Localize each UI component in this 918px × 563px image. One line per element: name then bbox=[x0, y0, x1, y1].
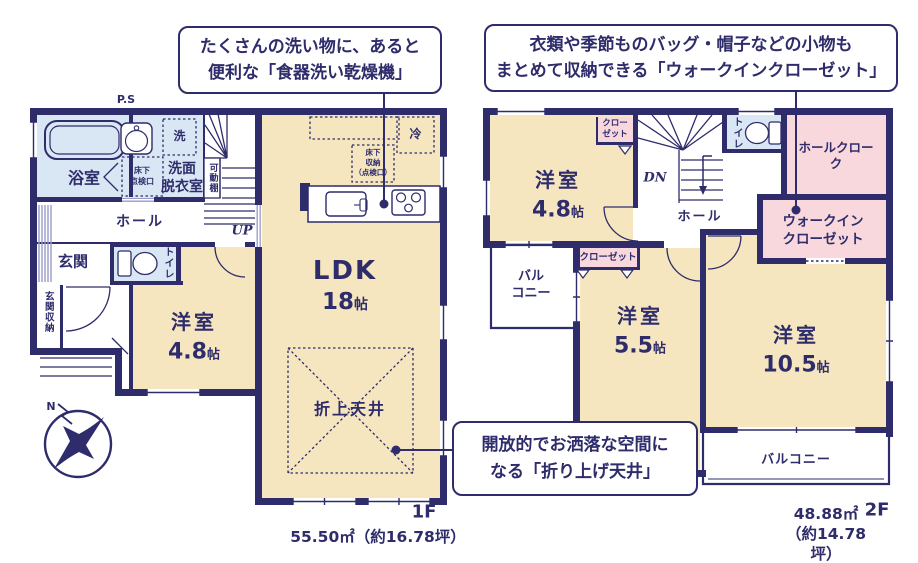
label-up: UP bbox=[231, 223, 253, 239]
label-area-1f: 55.50㎡（約16.78坪） bbox=[290, 527, 466, 546]
label-bath: 浴室 bbox=[67, 168, 101, 188]
label-washroom: 洗面 脱衣室 bbox=[161, 160, 203, 195]
label-inspection-hatch: 床下 点検口 bbox=[130, 165, 154, 186]
stairs-1f bbox=[203, 113, 255, 225]
callout-coffered-ceiling: 開放的でお洒落な空間に なる「折り上げ天井」 bbox=[452, 421, 698, 496]
floor1-fills bbox=[37, 115, 440, 498]
label-compass-north: N bbox=[46, 399, 56, 413]
label-western-room-1f-size: 4.8帖 bbox=[168, 339, 220, 365]
callout-connectors bbox=[379, 88, 801, 455]
entrance-steps bbox=[40, 357, 112, 377]
label-western-room-1f: 洋室 bbox=[171, 310, 217, 334]
label-hall-1f: ホール bbox=[116, 213, 164, 230]
washbasin-icon bbox=[120, 122, 153, 155]
toilet-icon-1f bbox=[117, 250, 158, 277]
label-dn: DN bbox=[643, 170, 667, 186]
label-floor-2f: 2F bbox=[864, 499, 890, 521]
label-area-2f: 48.88㎡（約14.78坪） bbox=[785, 504, 867, 563]
label-closet-55: クローゼット bbox=[579, 251, 637, 263]
floor1-windows bbox=[30, 121, 447, 505]
label-western-room-48: 洋室 bbox=[535, 168, 581, 192]
closet-door-marks bbox=[575, 145, 635, 279]
callout-dishwasher: たくさんの洗い物に、あると 便利な「食器洗い乾燥機」 bbox=[178, 26, 442, 94]
label-underfloor-storage: 床下 収納 （点検口） bbox=[354, 147, 392, 178]
door-arcs bbox=[65, 162, 742, 355]
label-coffered-ceiling: 折上天井 bbox=[313, 399, 387, 419]
label-toilet-1f: トイレ bbox=[162, 246, 173, 280]
label-hall-2f: ホール bbox=[677, 209, 723, 225]
label-entrance-storage: 玄関収納 bbox=[42, 291, 54, 333]
label-laundry: 洗 bbox=[173, 129, 186, 144]
floor1-openings bbox=[122, 197, 262, 247]
label-toilet-2f: トイレ bbox=[731, 116, 742, 150]
label-floor-1f: 1F bbox=[411, 501, 437, 523]
kitchen-counter bbox=[307, 185, 441, 223]
label-western-room-105: 洋室 bbox=[773, 323, 819, 347]
label-western-room-55-size: 5.5帖 bbox=[614, 333, 666, 359]
floor2-fills bbox=[490, 115, 886, 470]
floor2-openings bbox=[664, 241, 845, 264]
label-hall-cloak: ホールクローク bbox=[798, 139, 874, 171]
label-ldk: LDK bbox=[312, 256, 378, 287]
bathtub-icon bbox=[44, 120, 125, 160]
stairs-2f bbox=[637, 114, 724, 203]
label-western-room-55: 洋室 bbox=[617, 304, 663, 328]
label-ps: P.S bbox=[116, 92, 136, 106]
label-balcony-bottom: バルコニー bbox=[761, 452, 831, 468]
compass-icon bbox=[43, 403, 113, 479]
label-ldk-size: 18帖 bbox=[321, 289, 369, 316]
entrance-porch bbox=[38, 205, 52, 282]
balcony-outlines bbox=[489, 243, 891, 486]
label-western-room-105-size: 10.5帖 bbox=[762, 352, 830, 378]
label-balcony-left: バル コニー bbox=[511, 269, 551, 301]
label-entrance: 玄関 bbox=[57, 252, 89, 271]
label-fridge: 冷 bbox=[409, 127, 422, 142]
label-movable-shelf: 可動棚 bbox=[207, 163, 218, 193]
toilet-icon-2f bbox=[744, 121, 782, 145]
label-western-room-48-size: 4.8帖 bbox=[532, 197, 584, 223]
label-closet-48: クロー ゼット bbox=[602, 118, 628, 140]
label-wic: ウォークイン クローゼット bbox=[782, 213, 864, 247]
callout-walk-in-closet: 衣類や季節ものバッグ・帽子などの小物も まとめて収納できる「ウォークインクローゼ… bbox=[484, 24, 898, 92]
